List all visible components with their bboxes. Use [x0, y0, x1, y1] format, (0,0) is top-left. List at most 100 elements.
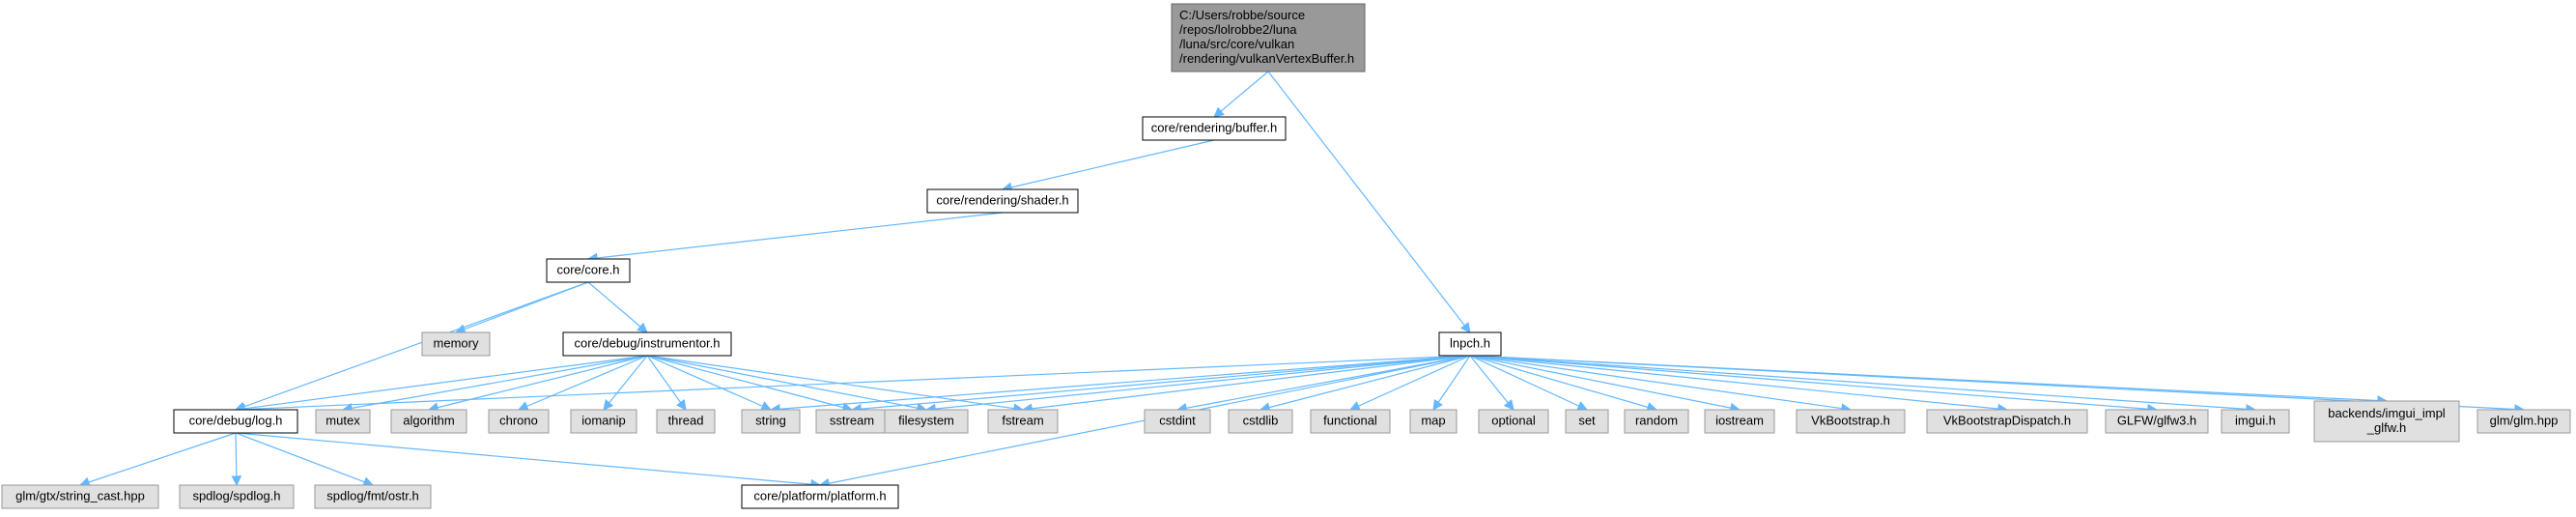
- node-box-chrono: [488, 409, 550, 434]
- node-box-filesystem: [884, 409, 969, 434]
- edge-instrumentor-to-mutex: [341, 355, 648, 414]
- node-label-set: set: [1578, 414, 1596, 428]
- node-label-algorithm: algorithm: [403, 414, 454, 428]
- edge-instrumentor-to-thread: [646, 355, 687, 411]
- node-label-functional: functional: [1323, 414, 1377, 428]
- node-chrono: chrono: [488, 409, 550, 434]
- edge-lnpch-to-cstdlib: [1259, 355, 1471, 413]
- node-label-instrumentor: core/debug/instrumentor.h: [574, 336, 720, 351]
- node-box-iomanip: [570, 409, 637, 434]
- node-label-iomanip: iomanip: [581, 414, 626, 428]
- node-box-optional: [1478, 409, 1549, 434]
- node-label-lnpch: lnpch.h: [1450, 336, 1490, 351]
- node-label-buffer: core/rendering/buffer.h: [1151, 121, 1278, 135]
- node-box-instrumentor: [562, 331, 732, 357]
- edge-log-to-spdlog: [231, 432, 242, 487]
- node-filesystem: filesystem: [884, 409, 969, 434]
- edge-lnpch-to-map: [1432, 355, 1471, 411]
- node-imgui: imgui.h: [2221, 409, 2290, 434]
- edge-lnpch-to-glfw: [1469, 355, 2159, 415]
- node-label-glm: glm/glm.hpp: [2490, 414, 2559, 428]
- node-label-optional: optional: [1491, 414, 1536, 428]
- header-nodes: C:/Users/robbe/source/repos/lolrobbe2/lu…: [1, 3, 2571, 509]
- node-label-vkbootstrap: VkBootstrap.h: [1811, 414, 1890, 428]
- node-box-vkbootstrapdispatch: [1926, 409, 2088, 434]
- node-label-memory: memory: [434, 336, 479, 351]
- edge-lnpch-to-string: [769, 355, 1471, 415]
- node-sstream: sstream: [815, 409, 889, 434]
- node-label-fstream: fstream: [1002, 414, 1043, 428]
- node-log[interactable]: core/debug/log.h: [173, 409, 298, 434]
- edge-lnpch-to-fstream: [1021, 355, 1471, 415]
- node-glfw: GLFW/glfw3.h: [2105, 409, 2209, 434]
- node-core[interactable]: core/core.h: [546, 258, 631, 283]
- node-box-string: [741, 409, 801, 434]
- node-memory: memory: [421, 331, 491, 357]
- node-label-sstream: sstream: [830, 414, 874, 428]
- node-glm: glm/glm.hpp: [2477, 409, 2571, 434]
- node-mutex: mutex: [315, 409, 371, 434]
- node-label-thread: thread: [668, 414, 704, 428]
- node-platform[interactable]: core/platform/platform.h: [741, 484, 899, 509]
- node-label-filesystem: filesystem: [898, 414, 954, 428]
- node-box-set: [1565, 409, 1609, 434]
- node-instrumentor[interactable]: core/debug/instrumentor.h: [562, 331, 732, 357]
- node-box-fstream: [987, 409, 1059, 434]
- node-label-core: core/core.h: [556, 263, 619, 277]
- edge-instrumentor-to-fstream: [646, 355, 1025, 414]
- edge-core-to-instrumentor: [587, 281, 648, 333]
- edge-log-to-platform: [235, 432, 822, 490]
- node-label-chrono: chrono: [499, 414, 538, 428]
- node-box-sstream: [815, 409, 889, 434]
- node-label-root: /rendering/vulkanVertexBuffer.h: [1179, 51, 1354, 66]
- node-ostr: spdlog/fmt/ostr.h: [314, 484, 432, 509]
- node-box-memory: [421, 331, 491, 357]
- edge-lnpch-to-vkbootstrapdispatch: [1469, 355, 2009, 415]
- node-label-shader: core/rendering/shader.h: [936, 193, 1068, 208]
- edge-instrumentor-to-iomanip: [603, 355, 648, 411]
- node-box-ostr: [314, 484, 432, 509]
- edge-lnpch-to-sstream: [850, 355, 1471, 415]
- edge-lnpch-to-cstdint: [1175, 355, 1471, 414]
- node-root[interactable]: C:/Users/robbe/source/repos/lolrobbe2/lu…: [1171, 3, 1366, 72]
- node-label-cstdlib: cstdlib: [1243, 414, 1279, 428]
- node-label-root: /repos/lolrobbe2/luna: [1179, 22, 1297, 37]
- node-fstream: fstream: [987, 409, 1059, 434]
- node-box-imguiglfw: [2313, 400, 2460, 443]
- node-label-iostream: iostream: [1715, 414, 1764, 428]
- node-box-root: [1171, 3, 1366, 72]
- node-label-imgui: imgui.h: [2235, 414, 2276, 428]
- edge-lnpch-to-set: [1469, 355, 1588, 411]
- edge-instrumentor-to-chrono: [518, 355, 648, 412]
- node-shader[interactable]: core/rendering/shader.h: [926, 188, 1079, 214]
- node-cstdlib: cstdlib: [1228, 409, 1293, 434]
- edge-buffer-to-shader: [1001, 139, 1215, 193]
- node-box-stringcast: [1, 484, 159, 509]
- node-box-map: [1409, 409, 1458, 434]
- edge-root-to-lnpch: [1267, 71, 1471, 333]
- node-label-platform: core/platform/platform.h: [753, 489, 886, 503]
- edge-log-to-stringcast: [78, 432, 237, 488]
- edge-lnpch-to-log: [234, 355, 1471, 415]
- edge-lnpch-to-vkbootstrap: [1469, 355, 1853, 414]
- node-iomanip: iomanip: [570, 409, 637, 434]
- node-box-vkbootstrap: [1796, 409, 1906, 434]
- node-label-root: /luna/src/core/vulkan: [1179, 37, 1294, 51]
- node-box-shader: [926, 188, 1079, 214]
- node-box-random: [1624, 409, 1689, 434]
- node-iostream: iostream: [1704, 409, 1775, 434]
- node-label-mutex: mutex: [326, 414, 360, 428]
- node-box-thread: [656, 409, 716, 434]
- edge-instrumentor-to-log: [234, 355, 648, 415]
- edge-instrumentor-to-sstream: [646, 355, 854, 413]
- node-lnpch[interactable]: lnpch.h: [1438, 331, 1502, 357]
- edge-core-to-log: [234, 281, 589, 412]
- node-label-cstdint: cstdint: [1159, 414, 1196, 428]
- node-buffer[interactable]: core/rendering/buffer.h: [1142, 116, 1287, 141]
- node-vkbootstrap: VkBootstrap.h: [1796, 409, 1906, 434]
- node-label-ostr: spdlog/fmt/ostr.h: [326, 489, 418, 503]
- edge-lnpch-to-functional: [1349, 355, 1471, 411]
- edge-instrumentor-to-string: [646, 355, 772, 412]
- node-label-imguiglfw: _glfw.h: [2366, 420, 2406, 435]
